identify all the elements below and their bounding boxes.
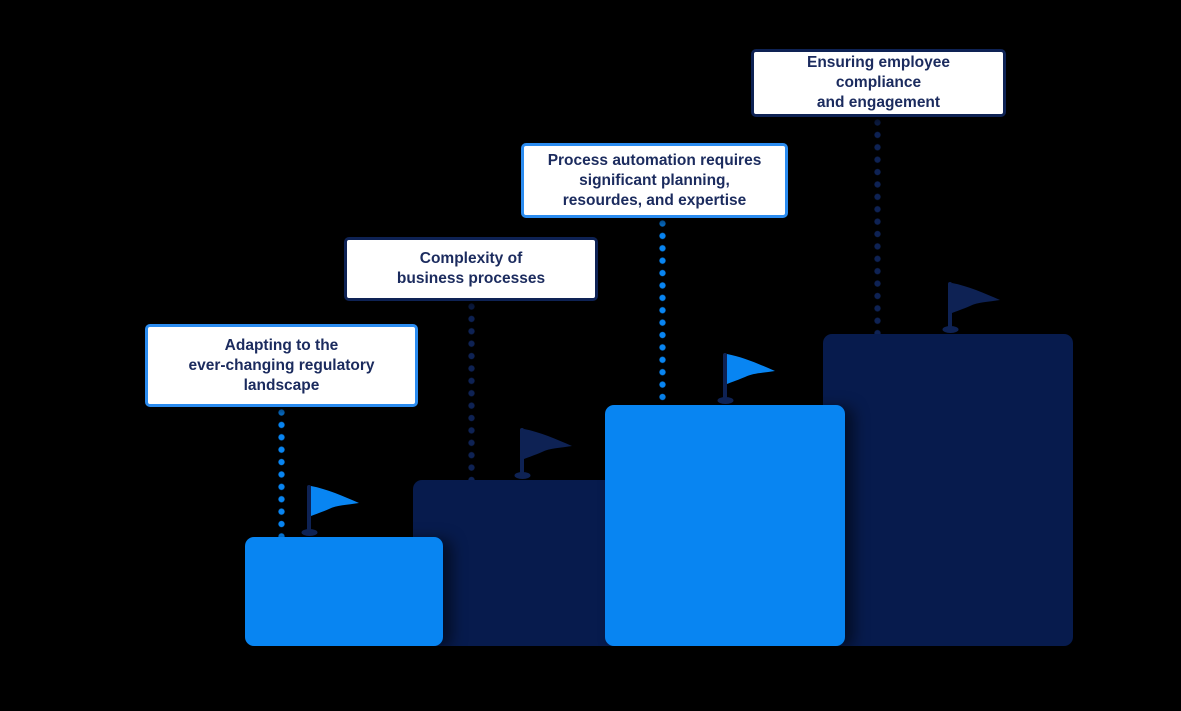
dotted-connector-2 [468,303,475,480]
flag-pole [948,282,952,329]
flag-pole [520,428,524,475]
callout-complexity-processes: Complexity of business processes [344,237,598,301]
dotted-connector-1 [278,409,285,537]
flag-icon [942,282,1000,333]
dotted-connector-4 [874,119,881,334]
step-bar-4 [823,334,1073,646]
flag-base [942,326,959,333]
flag-pole [723,353,727,400]
callout-process-automation: Process automation requires significant … [521,143,788,218]
flag-icon [514,428,572,479]
flag-base [301,529,318,536]
flag-base [717,397,734,404]
callout-label: Adapting to the ever-changing regulatory… [188,336,375,394]
flag-pennant [311,486,359,516]
flag-pennant [727,354,775,384]
callout-label: Ensuring employee compliance and engagem… [807,54,950,111]
flag-icon [301,485,359,536]
flag-base [514,472,531,479]
flag-pole [307,485,311,532]
callout-employee-compliance: Ensuring employee compliance and engagem… [751,49,1006,117]
callout-adapting-regulatory: Adapting to the ever-changing regulatory… [145,324,418,407]
step-bar-2 [413,480,624,646]
flag-pennant [952,283,1000,313]
step-bar-3 [605,405,845,646]
step-bar-1 [245,537,443,646]
flag-pennant [524,429,572,459]
dotted-connector-3 [659,220,666,405]
callout-label: Process automation requires significant … [547,151,762,209]
flag-icon [717,353,775,404]
callout-label: Complexity of business processes [396,250,546,287]
